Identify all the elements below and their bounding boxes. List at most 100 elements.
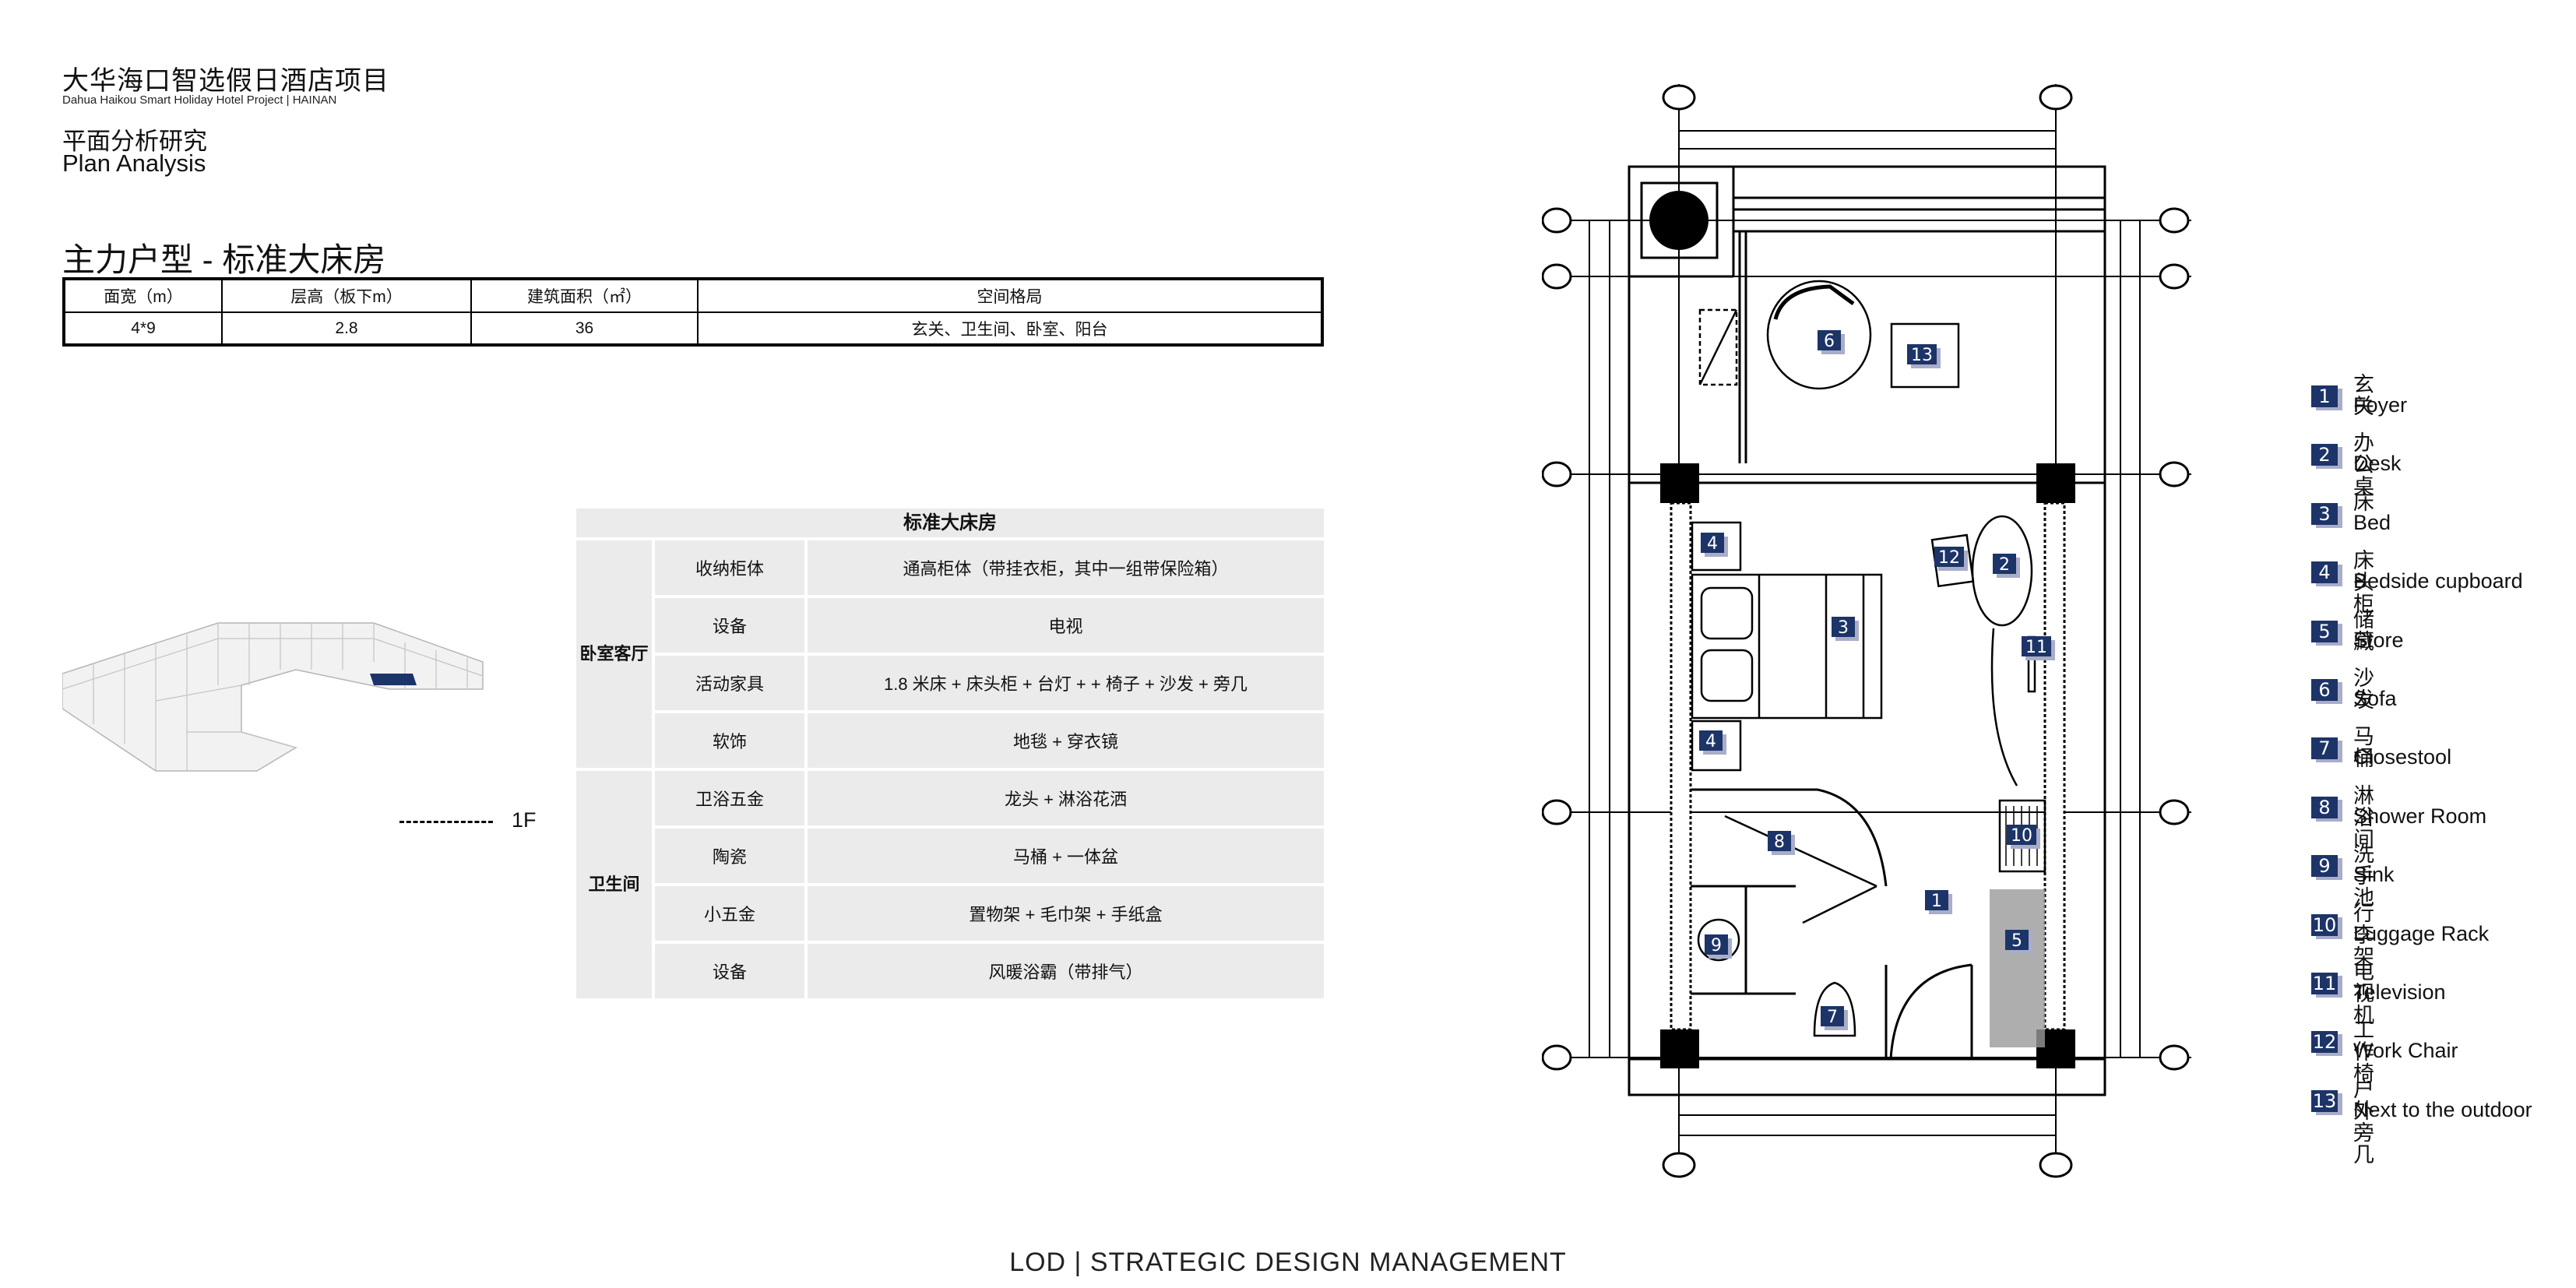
group-name-line: 卧室 (579, 644, 614, 663)
spec-cell: 4*9 (63, 311, 223, 346)
spec-table: 面宽（m） 层高（板下m） 建筑面积（㎡） 空间格局 4*9 2.8 36 玄关… (62, 277, 1324, 347)
legend-en: Foyer (2353, 393, 2408, 417)
legend-badge: 8 (2311, 796, 2338, 818)
legend-badge: 5 (2311, 620, 2338, 642)
legend-en: Sofa (2353, 686, 2397, 710)
legend-en: Desk (2353, 452, 2402, 476)
legend-zh: 电视机 (2353, 959, 2374, 1027)
floor-indicator-line (399, 821, 493, 823)
legend-en: Closestool (2353, 745, 2452, 769)
unit-type-title: 主力户型 - 标准大床房 (62, 241, 386, 278)
marker-6: 6 (1818, 330, 1845, 354)
spec-header: 面宽（m） (63, 278, 223, 313)
marker-label: 8 (1774, 832, 1785, 852)
axis-bubbles (1542, 84, 2190, 1178)
spec-cell: 玄关、卫生间、卧室、阳台 (697, 311, 1323, 346)
legend-en: Store (2353, 628, 2404, 652)
table-row: 收纳柜体通高柜体（带挂衣柜，其中一组带保险箱） (655, 540, 1324, 595)
legend-zh: 户外旁几 (2353, 1077, 2374, 1167)
detail-table-title: 标准大床房 (576, 509, 1324, 537)
legend-zh: 马桶 (2353, 725, 2374, 771)
marker-4: 4 (1701, 533, 1728, 557)
marker-label: 5 (2011, 931, 2022, 951)
row-label: 设备 (655, 944, 804, 998)
marker-13: 13 (1907, 344, 1941, 368)
legend-badge: 2 (2311, 444, 2338, 466)
marker-label: 13 (1911, 346, 1933, 365)
marker-12: 12 (1934, 547, 1968, 571)
marker-label: 3 (1838, 618, 1849, 638)
table-row: 软饰地毯 + 穿衣镜 (655, 713, 1324, 768)
table-row: 设备电视 (655, 598, 1324, 653)
legend-badge: 12 (2311, 1031, 2338, 1054)
row-label: 卫浴五金 (655, 771, 804, 825)
hatched-wall-right (2043, 501, 2066, 1031)
project-title: 大华海口智选假日酒店项目 (62, 66, 389, 96)
legend-en: Sink (2353, 863, 2395, 887)
detail-table: 标准大床房 卧室客厅 收纳柜体通高柜体（带挂衣柜，其中一组带保险箱） 设备电视 … (576, 509, 1324, 1001)
legend-zh: 行李架 (2353, 901, 2374, 969)
legend-zh: 工作椅 (2353, 1019, 2374, 1086)
marker-label: 1 (1931, 892, 1942, 911)
project-subtitle: Dahua Haikou Smart Holiday Hotel Project… (62, 93, 337, 107)
marker-2: 2 (1993, 554, 2020, 578)
marker-3: 3 (1832, 617, 1859, 641)
legend-en: Bed (2353, 510, 2391, 534)
spec-header: 层高（板下m） (221, 278, 472, 313)
spec-cell: 2.8 (221, 311, 472, 346)
row-value: 置物架 + 毛巾架 + 手纸盒 (808, 886, 1324, 941)
marker-label: 11 (2025, 638, 2047, 657)
legend-badge: 6 (2311, 678, 2338, 701)
legend-badge: 11 (2311, 972, 2338, 994)
furniture (1691, 280, 2046, 1037)
row-label: 活动家具 (655, 656, 804, 710)
legend-en: Shower Room (2353, 804, 2487, 828)
legend-badge: 10 (2311, 913, 2338, 936)
group-name-line: 客厅 (614, 644, 649, 663)
row-value: 电视 (808, 598, 1324, 653)
store-hatch (1990, 889, 2045, 1047)
plan-markers: 1 2 3 4 4 5 6 7 8 9 10 11 12 13 (1699, 330, 2055, 1030)
marker-10: 10 (2007, 825, 2040, 849)
legend-en: Luggage Rack (2353, 921, 2490, 945)
row-label: 收纳柜体 (655, 540, 804, 595)
row-label: 软饰 (655, 713, 804, 768)
legend-en: Next to the outdoor (2353, 1097, 2532, 1121)
marker-label: 9 (1711, 936, 1722, 955)
legend-badge: 7 (2311, 737, 2338, 760)
legend-badge: 9 (2311, 855, 2338, 878)
marker-label: 4 (1707, 534, 1718, 554)
section-title-en: Plan Analysis (62, 150, 206, 177)
marker-8: 8 (1768, 831, 1795, 855)
legend-zh: 沙发 (2353, 666, 2374, 712)
highlighted-unit (370, 674, 417, 685)
legend-badge: 13 (2311, 1089, 2338, 1112)
row-label: 设备 (655, 598, 804, 653)
legend-zh: 办公桌 (2353, 431, 2374, 499)
row-label: 小五金 (655, 886, 804, 941)
legend-zh: 洗手池 (2353, 843, 2374, 910)
marker-label: 2 (1999, 555, 2010, 575)
table-row: 陶瓷马桶 + 一体盆 (655, 829, 1324, 883)
walls (1628, 165, 2106, 1096)
legend-en: Bedside cupboard (2353, 569, 2523, 593)
legend-en: Television (2353, 980, 2446, 1004)
table-row: 设备风暖浴霸（带排气） (655, 944, 1324, 998)
marker-label: 10 (2011, 826, 2032, 846)
marker-label: 7 (1827, 1008, 1838, 1027)
marker-11: 11 (2022, 636, 2055, 660)
grid-axes (1542, 84, 2191, 1172)
spec-header: 空间格局 (697, 278, 1323, 313)
row-value: 1.8 米床 + 床头柜 + 台灯 + + 椅子 + 沙发 + 旁几 (808, 656, 1324, 710)
row-value: 马桶 + 一体盆 (808, 829, 1324, 883)
marker-label: 4 (1705, 732, 1716, 751)
row-value: 龙头 + 淋浴花洒 (808, 771, 1324, 825)
legend-zh: 淋浴间 (2353, 783, 2374, 851)
section-title-zh: 平面分析研究 (62, 128, 207, 155)
building-3d-model (62, 622, 484, 772)
row-value: 风暖浴霸（带排气） (808, 944, 1324, 998)
spec-header: 建筑面积（㎡） (470, 278, 699, 313)
legend-zh: 床 (2353, 490, 2374, 514)
